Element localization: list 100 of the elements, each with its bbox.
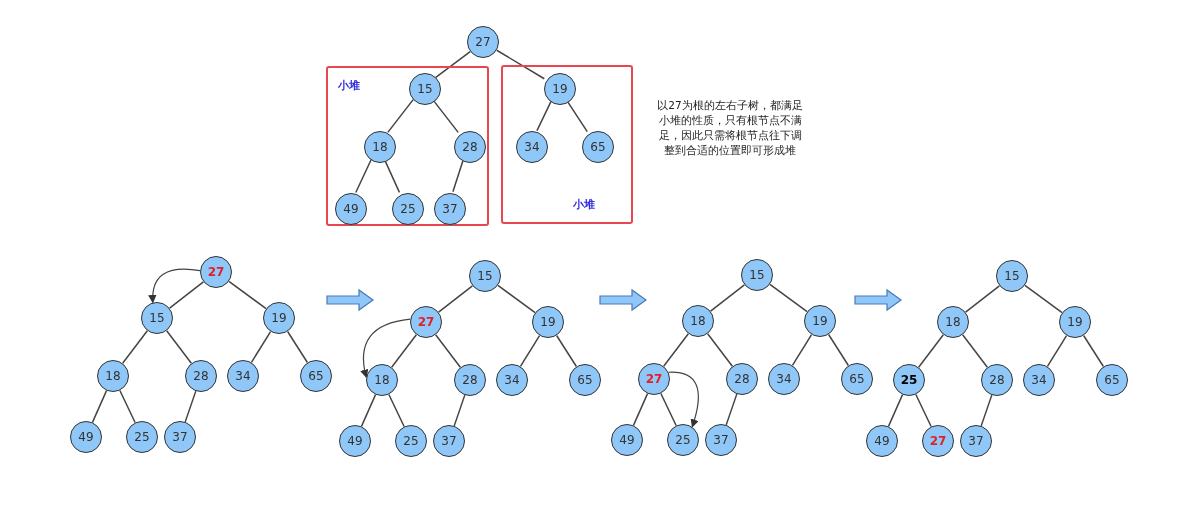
swap-arrow	[360, 318, 411, 379]
tree-node: 19	[532, 306, 564, 338]
tree-edge	[388, 393, 405, 428]
tree-edge	[228, 280, 267, 310]
tree-node: 49	[335, 193, 367, 225]
tree-edge	[1024, 284, 1063, 314]
group-frame	[501, 65, 633, 224]
tree-edge	[917, 334, 945, 368]
tree-node: 28	[981, 364, 1013, 396]
tree-edge	[1046, 334, 1068, 368]
tree-node: 49	[611, 424, 643, 456]
tree-edge	[91, 389, 108, 424]
tree-node: 15	[409, 73, 441, 105]
tree-edge	[887, 393, 904, 428]
tree-node: 37	[434, 193, 466, 225]
tree-edge	[827, 333, 850, 367]
tree-node: 28	[454, 131, 486, 163]
tree-edge	[791, 333, 813, 367]
tree-node: 18	[937, 306, 969, 338]
tree-edge	[184, 390, 197, 423]
tree-node: 34	[516, 131, 548, 163]
tree-node: 37	[705, 424, 737, 456]
tree-node: 34	[496, 364, 528, 396]
tree-node: 49	[339, 425, 371, 457]
tree-edge	[434, 334, 462, 368]
tree-node: 28	[454, 364, 486, 396]
tree-edge	[915, 393, 932, 428]
tree-node: 49	[866, 425, 898, 457]
tree-edge	[709, 284, 746, 312]
swap-arrow	[148, 268, 201, 304]
tree-edge	[769, 283, 808, 313]
tree-node: 25	[667, 424, 699, 456]
tree-edge	[452, 159, 464, 193]
tree-node: 15	[741, 259, 773, 291]
tree-node: 25	[126, 421, 158, 453]
tree-edge	[632, 392, 649, 427]
tree-node: 65	[841, 363, 873, 395]
tree-node: 25	[893, 364, 925, 396]
tree-node: 18	[682, 305, 714, 337]
tree-node: 27	[638, 363, 670, 395]
tree-node: 37	[433, 425, 465, 457]
tree-edge	[121, 330, 149, 364]
tree-node: 19	[263, 302, 295, 334]
tree-node: 27	[200, 256, 232, 288]
tree-edge	[519, 334, 541, 368]
tree-node: 25	[392, 193, 424, 225]
tree-node: 28	[726, 363, 758, 395]
tree-edge	[435, 50, 471, 79]
tree-edge	[555, 334, 578, 368]
tree-node: 27	[410, 306, 442, 338]
tree-edge	[355, 158, 372, 194]
tree-node: 37	[164, 421, 196, 453]
tree-edge	[706, 333, 734, 367]
tree-node: 27	[922, 425, 954, 457]
tree-edge	[495, 49, 546, 80]
group-frame	[326, 66, 489, 226]
tree-edge	[964, 285, 1001, 313]
tree-edge	[725, 393, 738, 426]
tree-node: 49	[70, 421, 102, 453]
tree-edge	[453, 394, 466, 427]
tree-edge	[119, 389, 136, 424]
tree-node: 19	[804, 305, 836, 337]
tree-node: 18	[97, 360, 129, 392]
tree-edge	[286, 330, 309, 364]
tree-edge	[360, 393, 377, 428]
tree-node: 34	[768, 363, 800, 395]
tree-edge	[662, 333, 690, 367]
tree-edge	[1082, 334, 1105, 368]
tree-edge	[165, 330, 193, 364]
tree-node: 28	[185, 360, 217, 392]
tree-node: 37	[960, 425, 992, 457]
tree-node: 18	[364, 131, 396, 163]
tree-node: 19	[1059, 306, 1091, 338]
tree-node: 27	[467, 26, 499, 58]
note-text: 以27为根的左右子树，都满足小堆的性质，只有根节点不满足，因此只需将根节点往下调整到合适的位置即可形成堆	[656, 98, 804, 158]
tree-node: 15	[141, 302, 173, 334]
tree-edge	[980, 394, 993, 427]
tree-node: 34	[227, 360, 259, 392]
tree-edge	[387, 98, 414, 134]
tree-edge	[437, 285, 474, 313]
tree-node: 65	[582, 131, 614, 163]
tree-node: 65	[1096, 364, 1128, 396]
tree-node: 34	[1023, 364, 1055, 396]
tree-edge	[536, 100, 552, 132]
swap-arrow	[667, 371, 699, 428]
tree-edge	[961, 334, 989, 368]
tree-edge	[390, 334, 418, 368]
group-title: 小堆	[338, 78, 360, 93]
tree-edge	[660, 392, 677, 427]
tree-node: 19	[544, 73, 576, 105]
tree-node: 65	[569, 364, 601, 396]
tree-node: 18	[366, 364, 398, 396]
tree-node: 15	[996, 260, 1028, 292]
tree-edge	[168, 281, 205, 309]
tree-node: 15	[469, 260, 501, 292]
tree-node: 65	[300, 360, 332, 392]
tree-node: 25	[395, 425, 427, 457]
tree-edge	[250, 330, 272, 364]
tree-edge	[497, 284, 536, 314]
group-title: 小堆	[573, 197, 595, 212]
